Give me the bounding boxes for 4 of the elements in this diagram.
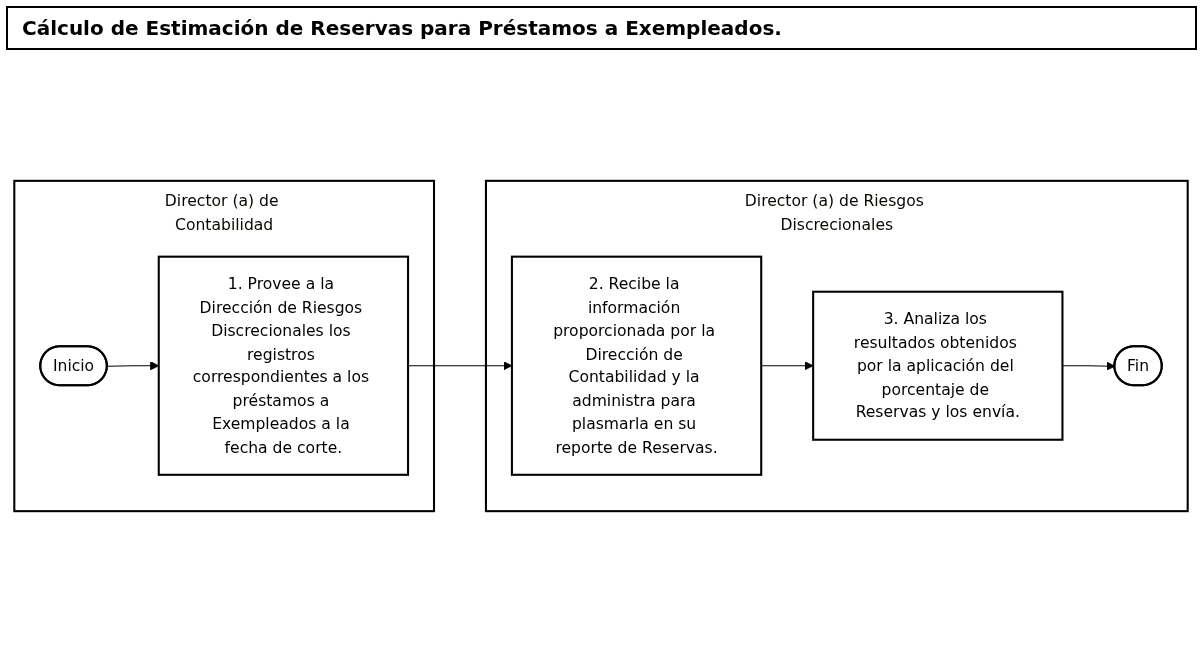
node-box: 1. Provee a la Dirección de Riesgos Discrecionales los registros correspondientes a los préstamos a Exempleados a la fecha de corte. [157, 255, 410, 476]
node-box: 2. Recibe la información proporcionada por la Dirección de Contabilidad y la administra para plasmarla en su reporte de Reservas. [510, 255, 763, 476]
node-box: 3. Analiza los resultados obtenidos por la aplicación del porcentaje de Reservas y los envía. [812, 290, 1064, 441]
diagram-title: Cálculo de Estimación de Reservas para Préstamos a Exempleados. [6, 6, 1197, 50]
